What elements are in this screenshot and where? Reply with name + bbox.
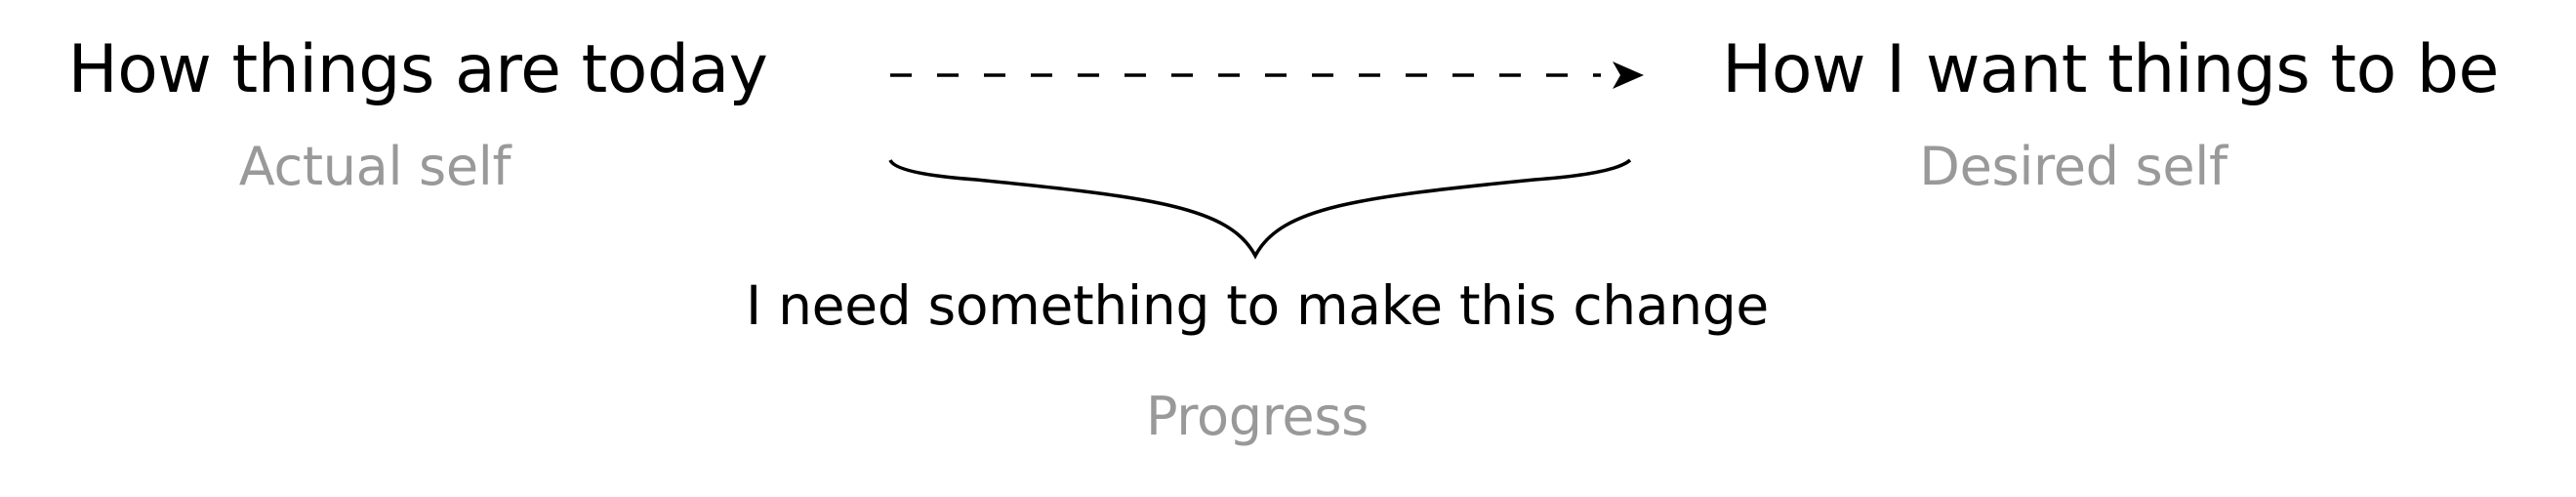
curly-brace [888, 158, 1632, 260]
future-state-title: How I want things to be [1722, 31, 2499, 108]
future-state-subtitle: Desired self [1919, 136, 2228, 197]
current-state-subtitle: Actual self [238, 136, 511, 197]
arrow-head-icon [1613, 62, 1644, 89]
gap-title: I need something to make this change [746, 274, 1769, 337]
gap-subtitle: Progress [1145, 386, 1370, 447]
current-state-title: How things are today [67, 31, 768, 108]
